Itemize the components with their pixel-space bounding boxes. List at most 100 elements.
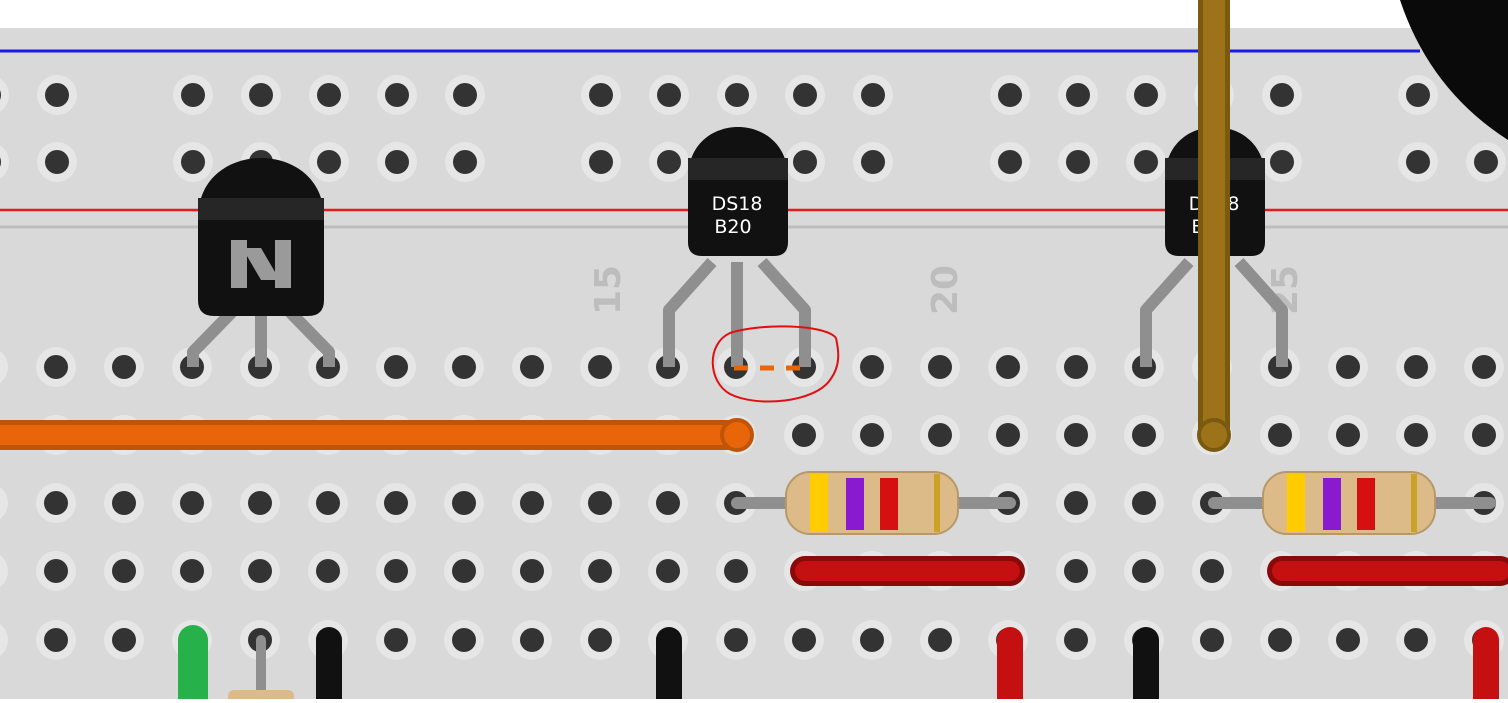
board-hole[interactable] xyxy=(36,347,76,387)
rail-hole[interactable] xyxy=(990,142,1030,182)
rail-hole[interactable] xyxy=(1058,142,1098,182)
rail-hole[interactable] xyxy=(173,142,213,182)
rail-hole[interactable] xyxy=(853,75,893,115)
board-hole[interactable] xyxy=(240,483,280,523)
board-hole[interactable] xyxy=(1192,551,1232,591)
board-hole[interactable] xyxy=(1124,483,1164,523)
rail-hole[interactable] xyxy=(581,75,621,115)
board-hole[interactable] xyxy=(920,415,960,455)
board-hole[interactable] xyxy=(308,551,348,591)
board-hole[interactable] xyxy=(920,620,960,660)
rail-hole[interactable] xyxy=(785,142,825,182)
board-hole[interactable] xyxy=(784,620,824,660)
board-hole[interactable] xyxy=(1328,620,1368,660)
board-hole[interactable] xyxy=(308,483,348,523)
resistor-2[interactable] xyxy=(1262,471,1436,535)
board-hole[interactable] xyxy=(512,483,552,523)
board-hole[interactable] xyxy=(1056,483,1096,523)
rail-hole[interactable] xyxy=(377,142,417,182)
board-hole[interactable] xyxy=(36,620,76,660)
board-hole[interactable] xyxy=(376,483,416,523)
board-hole[interactable] xyxy=(580,347,620,387)
board-hole[interactable] xyxy=(1124,551,1164,591)
rail-hole[interactable] xyxy=(1466,142,1506,182)
board-hole[interactable] xyxy=(104,347,144,387)
board-hole[interactable] xyxy=(376,551,416,591)
board-hole[interactable] xyxy=(0,620,8,660)
rail-hole[interactable] xyxy=(853,142,893,182)
board-hole[interactable] xyxy=(172,551,212,591)
board-hole[interactable] xyxy=(988,415,1028,455)
rail-hole[interactable] xyxy=(377,75,417,115)
temperature-sensor-1[interactable]: DS18 B20 xyxy=(663,127,811,367)
board-hole[interactable] xyxy=(444,620,484,660)
rail-hole[interactable] xyxy=(1262,142,1302,182)
board-hole[interactable] xyxy=(716,551,756,591)
board-hole[interactable] xyxy=(512,347,552,387)
rail-hole[interactable] xyxy=(37,142,77,182)
rail-hole[interactable] xyxy=(1262,75,1302,115)
board-hole[interactable] xyxy=(648,483,688,523)
rail-hole[interactable] xyxy=(649,142,689,182)
board-hole[interactable] xyxy=(104,620,144,660)
board-hole[interactable] xyxy=(648,551,688,591)
rail-hole[interactable] xyxy=(1126,142,1166,182)
board-hole[interactable] xyxy=(1056,620,1096,660)
board-hole[interactable] xyxy=(716,620,756,660)
rail-hole[interactable] xyxy=(1126,75,1166,115)
rail-hole[interactable] xyxy=(173,75,213,115)
board-hole[interactable] xyxy=(172,483,212,523)
board-hole[interactable] xyxy=(1056,551,1096,591)
board-hole[interactable] xyxy=(104,551,144,591)
rail-hole[interactable] xyxy=(581,142,621,182)
rail-hole[interactable] xyxy=(1058,75,1098,115)
rail-hole[interactable] xyxy=(1398,75,1438,115)
rail-hole[interactable] xyxy=(649,75,689,115)
board-hole[interactable] xyxy=(1124,415,1164,455)
transistor[interactable] xyxy=(187,158,335,367)
board-hole[interactable] xyxy=(1056,347,1096,387)
rail-hole[interactable] xyxy=(0,75,9,115)
board-hole[interactable] xyxy=(1396,347,1436,387)
board-hole[interactable] xyxy=(1396,415,1436,455)
board-hole[interactable] xyxy=(1396,620,1436,660)
board-hole[interactable] xyxy=(852,620,892,660)
board-hole[interactable] xyxy=(376,347,416,387)
resistor-1[interactable] xyxy=(785,471,959,535)
board-hole[interactable] xyxy=(920,347,960,387)
board-hole[interactable] xyxy=(36,551,76,591)
rail-hole[interactable] xyxy=(0,142,9,182)
board-hole[interactable] xyxy=(1260,415,1300,455)
board-hole[interactable] xyxy=(376,620,416,660)
board-hole[interactable] xyxy=(580,483,620,523)
board-hole[interactable] xyxy=(444,483,484,523)
board-hole[interactable] xyxy=(1192,620,1232,660)
board-hole[interactable] xyxy=(0,483,8,523)
board-hole[interactable] xyxy=(444,347,484,387)
board-hole[interactable] xyxy=(512,620,552,660)
board-hole[interactable] xyxy=(0,347,8,387)
rail-hole[interactable] xyxy=(37,75,77,115)
board-hole[interactable] xyxy=(444,551,484,591)
rail-hole[interactable] xyxy=(717,75,757,115)
board-hole[interactable] xyxy=(1056,415,1096,455)
board-hole[interactable] xyxy=(1260,620,1300,660)
board-hole[interactable] xyxy=(36,483,76,523)
rail-hole[interactable] xyxy=(785,75,825,115)
board-hole[interactable] xyxy=(0,551,8,591)
board-hole[interactable] xyxy=(1328,347,1368,387)
rail-hole[interactable] xyxy=(1398,142,1438,182)
board-hole[interactable] xyxy=(852,347,892,387)
rail-hole[interactable] xyxy=(309,75,349,115)
rail-hole[interactable] xyxy=(990,75,1030,115)
brown-wire[interactable] xyxy=(1197,0,1231,452)
board-hole[interactable] xyxy=(512,551,552,591)
rail-hole[interactable] xyxy=(445,75,485,115)
rail-hole[interactable] xyxy=(445,142,485,182)
rail-hole[interactable] xyxy=(241,75,281,115)
board-hole[interactable] xyxy=(580,620,620,660)
board-hole[interactable] xyxy=(580,551,620,591)
board-hole[interactable] xyxy=(1464,415,1504,455)
board-hole[interactable] xyxy=(988,347,1028,387)
board-hole[interactable] xyxy=(240,551,280,591)
